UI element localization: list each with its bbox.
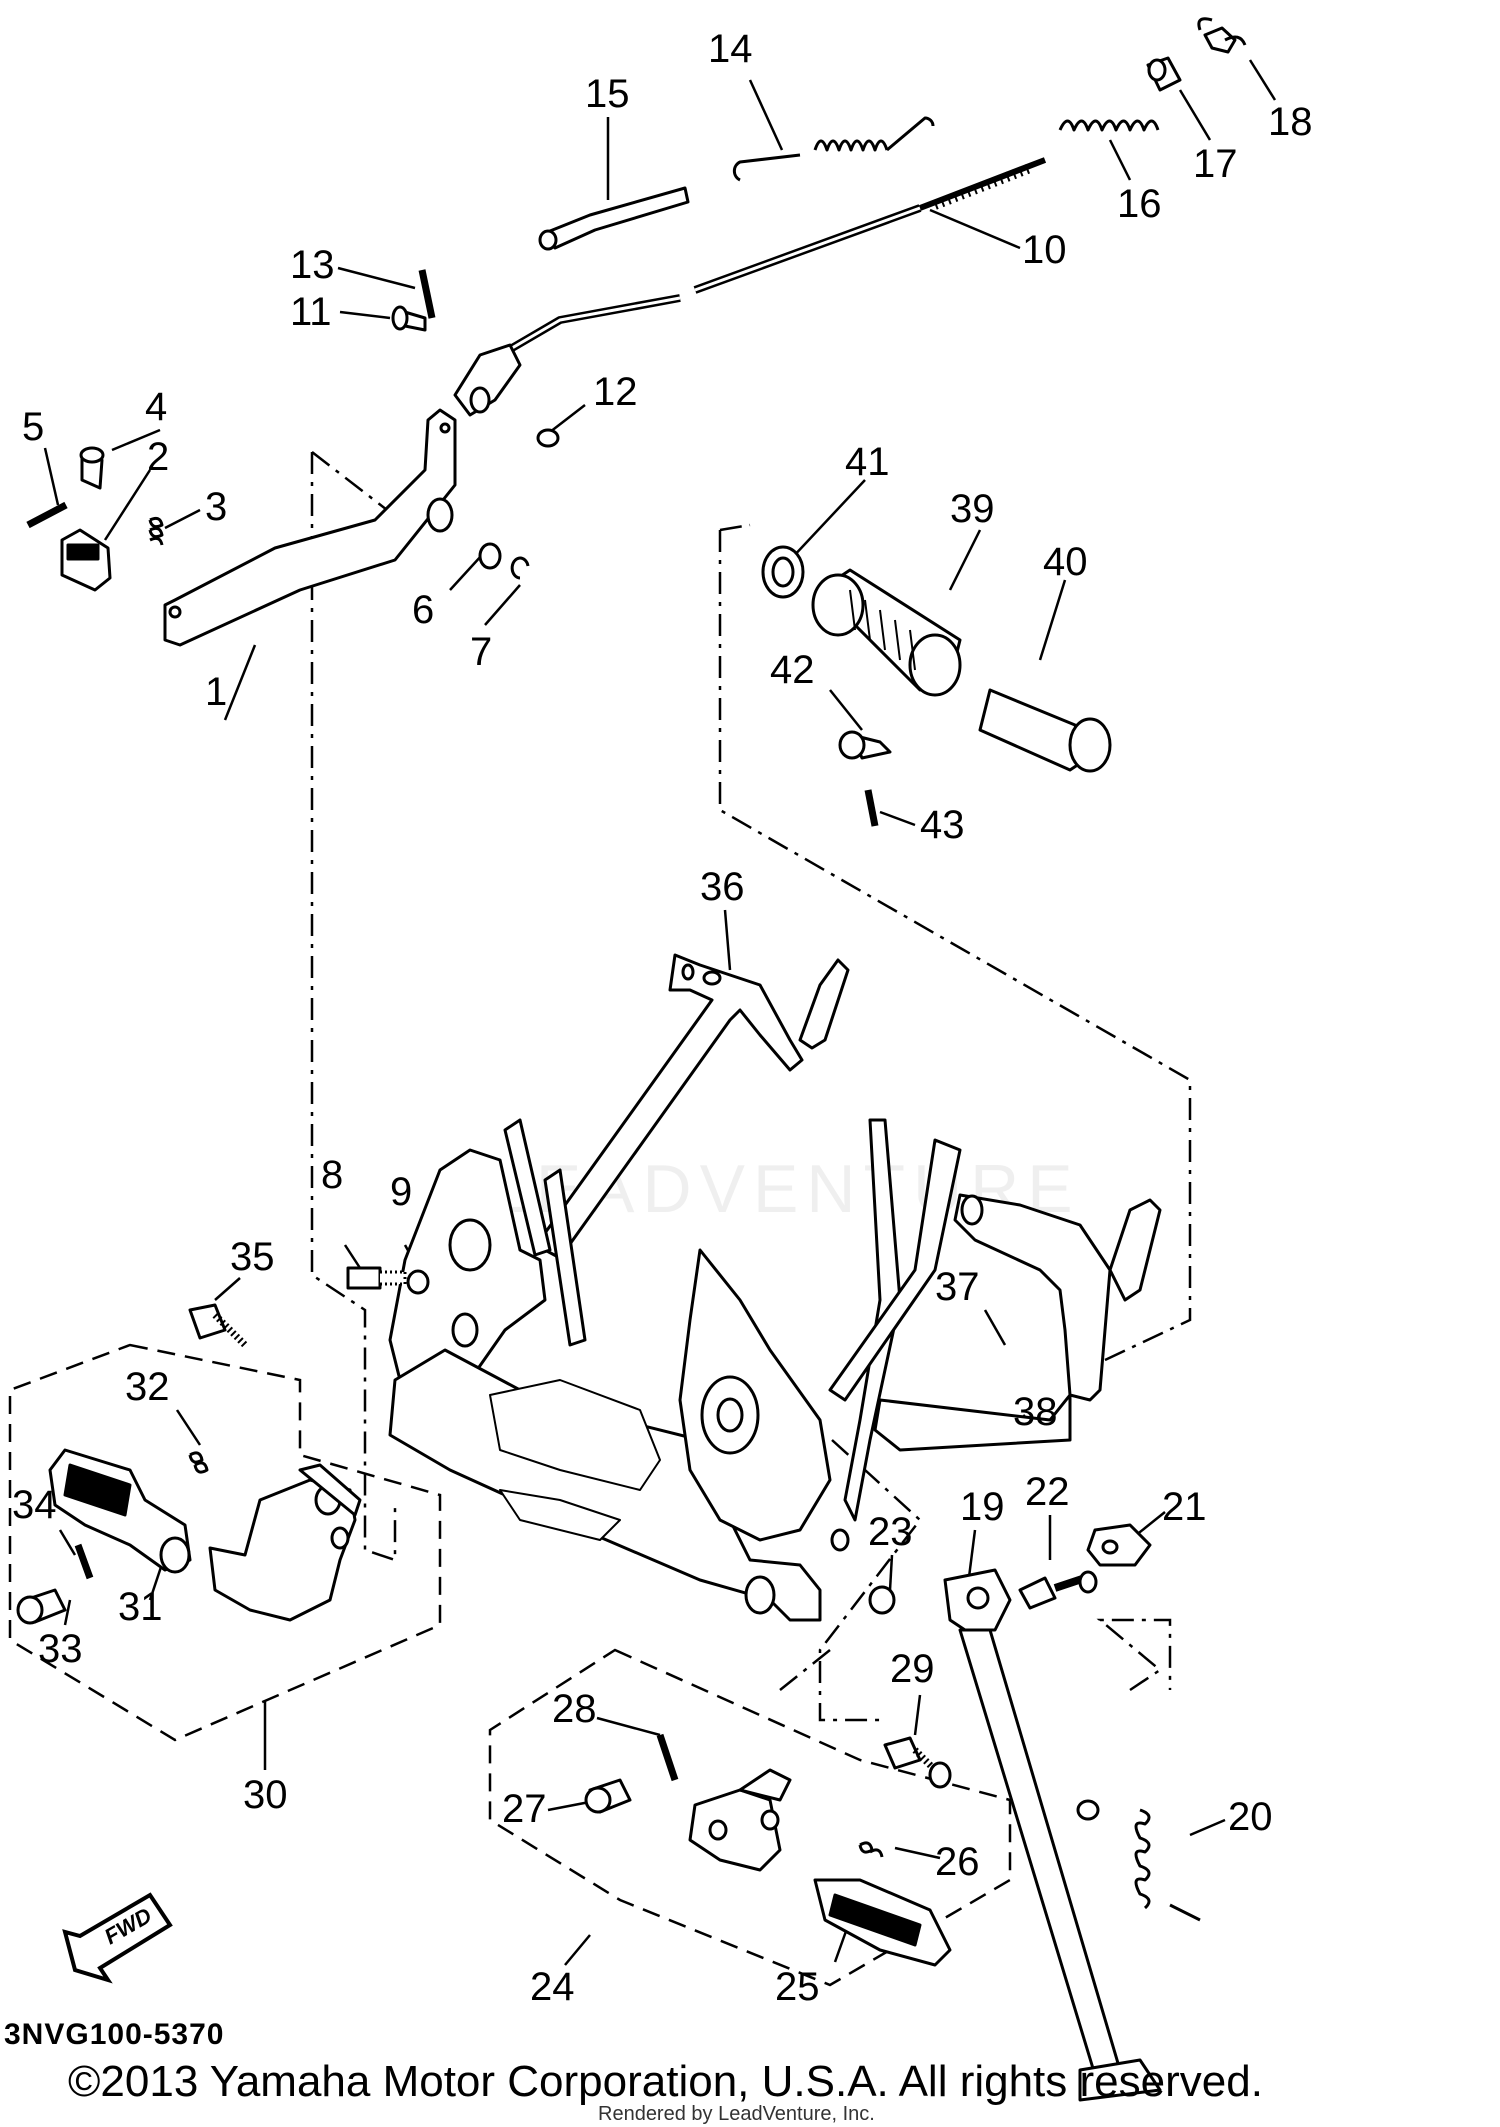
callout-39: 39	[950, 487, 995, 531]
callout-11: 11	[290, 290, 332, 334]
callout-42: 42	[770, 648, 815, 692]
callout-34: 34	[12, 1483, 57, 1527]
callout-15: 15	[585, 72, 630, 116]
kit-boundaries	[8, 1343, 1012, 1987]
callout-13: 13	[290, 243, 335, 287]
callout-22: 22	[1025, 1470, 1070, 1514]
callout-19: 19	[960, 1485, 1005, 1529]
diagram-code: 3NVG100-5370	[4, 2018, 225, 2051]
callout-20: 20	[1228, 1795, 1273, 1839]
callout-41: 41	[845, 440, 890, 484]
callout-6: 6	[412, 588, 434, 632]
rendered-by-credit: Rendered by LeadVenture, Inc.	[598, 2103, 875, 2125]
callout-23: 23	[868, 1510, 913, 1554]
callout-14: 14	[708, 27, 753, 71]
callout-35: 35	[230, 1235, 275, 1279]
callout-25: 25	[775, 1965, 820, 2009]
callout-2: 2	[147, 435, 169, 479]
callout-4: 4	[145, 385, 167, 429]
callout-29: 29	[890, 1647, 935, 1691]
callout-10: 10	[1022, 228, 1067, 272]
callout-28: 28	[552, 1687, 597, 1731]
callout-30: 30	[243, 1773, 288, 1817]
callout-7: 7	[470, 630, 492, 674]
callout-18: 18	[1268, 100, 1313, 144]
callout-26: 26	[935, 1840, 980, 1884]
callout-12: 12	[593, 370, 638, 414]
callout-37: 37	[935, 1265, 980, 1309]
callout-38: 38	[1013, 1390, 1058, 1434]
fwd-arrow-icon: FWD	[62, 1892, 173, 1984]
callout-21: 21	[1162, 1485, 1207, 1529]
callout-43: 43	[920, 803, 965, 847]
parts-line-art	[16, 17, 1247, 2102]
callout-8: 8	[321, 1153, 343, 1197]
copyright-notice: ©2013 Yamaha Motor Corporation, U.S.A. A…	[68, 2057, 1263, 2106]
callout-16: 16	[1117, 182, 1162, 226]
callout-31: 31	[118, 1585, 163, 1629]
callout-40: 40	[1043, 540, 1088, 584]
callout-36: 36	[700, 865, 745, 909]
callout-24: 24	[530, 1965, 575, 2009]
callout-1: 1	[205, 670, 227, 714]
leader-lines	[43, 59, 1277, 1966]
callout-5: 5	[22, 405, 44, 449]
callout-3: 3	[205, 485, 227, 529]
callout-33: 33	[38, 1627, 83, 1671]
callout-27: 27	[502, 1787, 547, 1831]
callout-9: 9	[390, 1170, 412, 1214]
callout-17: 17	[1193, 142, 1238, 186]
callout-32: 32	[125, 1365, 170, 1409]
callout-labels: 1 2 3 4 5 6 7 8 9 10 11 12 13 14 15 16 1…	[12, 27, 1313, 2009]
